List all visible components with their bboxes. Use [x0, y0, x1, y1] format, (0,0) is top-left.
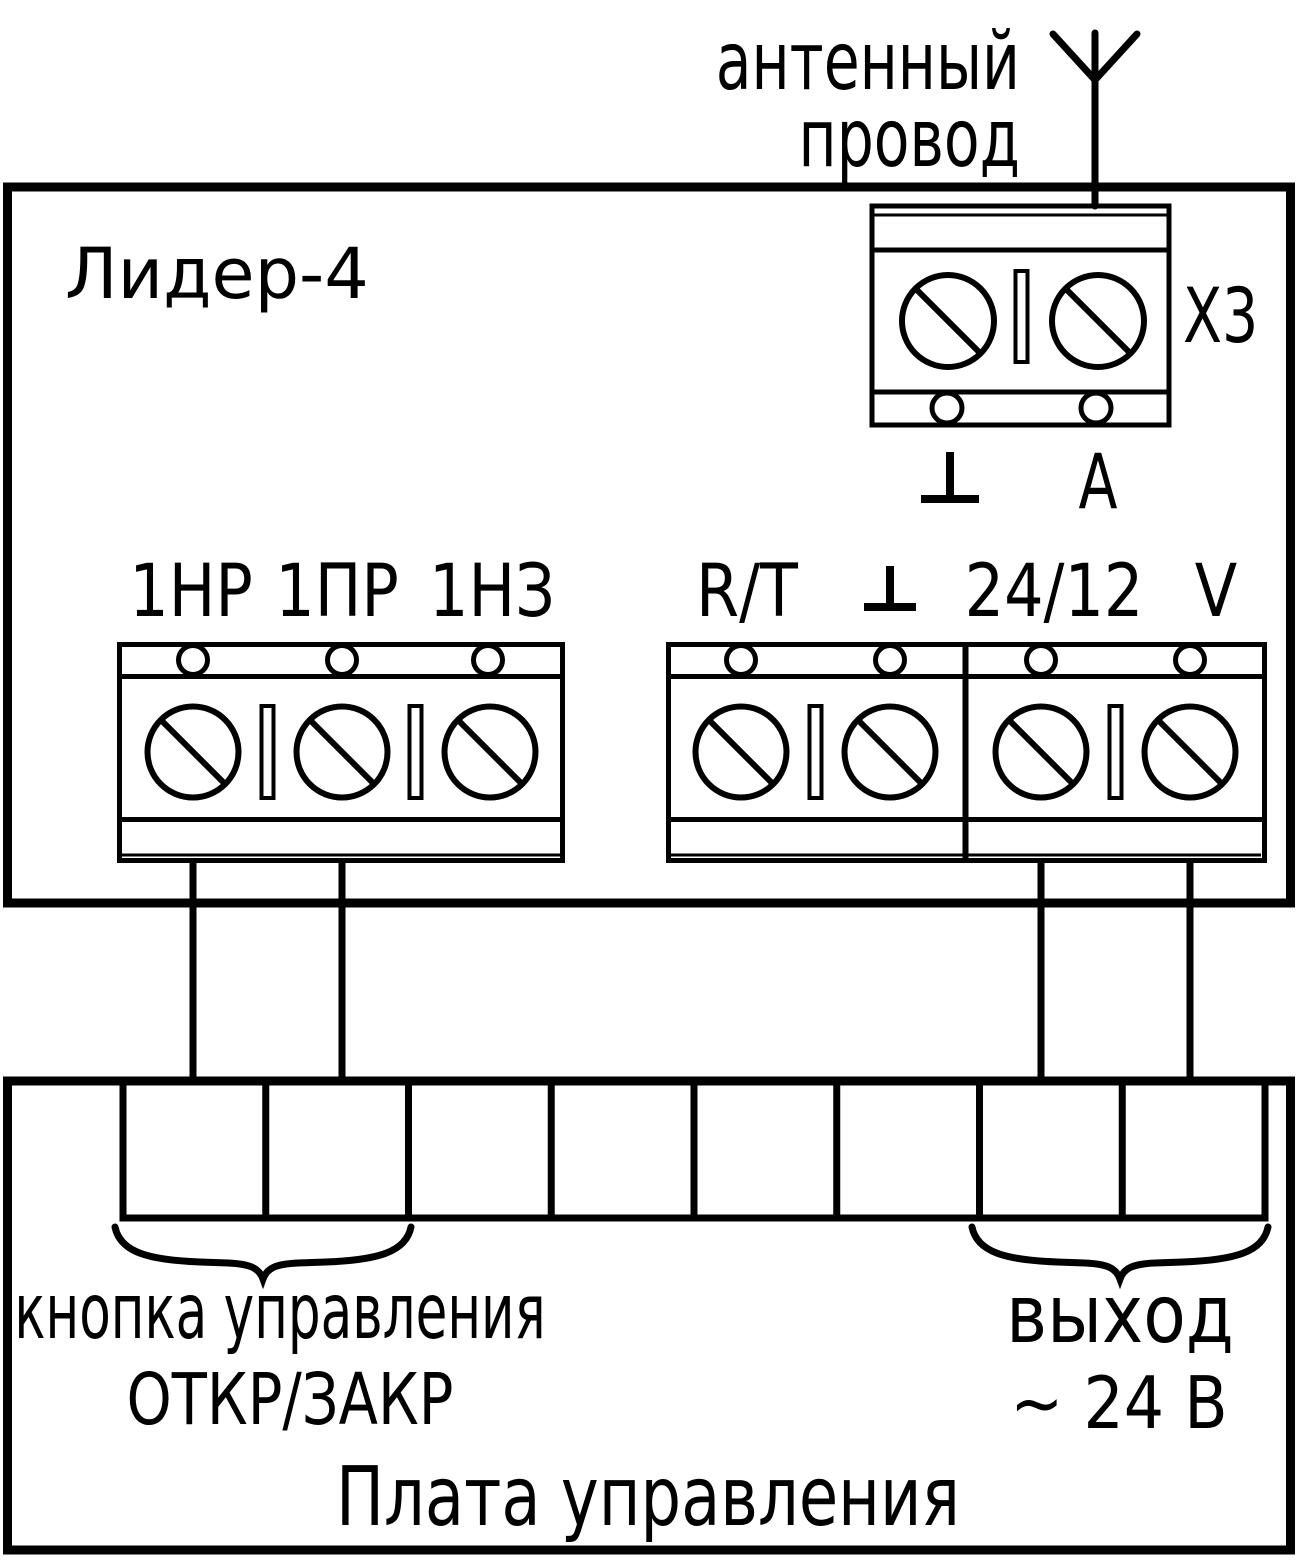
- terminal-separator-bar: [807, 704, 824, 800]
- device-box: [3, 182, 1295, 908]
- screw-terminal: [441, 703, 539, 801]
- screw-terminal: [1141, 703, 1239, 801]
- power-terminal-block: [666, 642, 1267, 863]
- screw-icon: [899, 272, 997, 370]
- wire-hole-icon: [1024, 643, 1058, 677]
- power-terminal-label: 24/12: [965, 548, 1144, 633]
- screw-slot: [307, 717, 377, 787]
- wire-hole-icon: [873, 643, 907, 677]
- terminal-separator-bar: [1107, 704, 1124, 800]
- terminal-cells: [119, 1081, 1269, 1222]
- screw-slot: [913, 286, 983, 356]
- brace-output-group: [968, 1223, 1272, 1290]
- screw-slot: [455, 717, 525, 787]
- screw-icon: [441, 703, 539, 801]
- button-group-label-line1: кнопка управления: [14, 1268, 545, 1357]
- wire-hole-icon: [325, 643, 359, 677]
- brace-button-group: [111, 1223, 415, 1290]
- antenna-label-line1: антенный: [716, 15, 1020, 109]
- screw-slot: [706, 717, 776, 787]
- screw-icon: [293, 703, 391, 801]
- output-group-label-line1: выход: [1006, 1267, 1234, 1361]
- wire-hole-icon: [471, 643, 505, 677]
- output-group-label-line2: ~ 24 В: [1010, 1361, 1227, 1445]
- screw-icon: [1141, 703, 1239, 801]
- wire-hole-icon: [176, 643, 210, 677]
- screw-icon: [992, 703, 1090, 801]
- screw-icon: [841, 703, 939, 801]
- control-board-title: Плата управления: [336, 1450, 960, 1545]
- wires: [189, 861, 1194, 1081]
- antenna-arm-right: [1091, 30, 1141, 84]
- relay-terminal-label: 1НЗ: [429, 548, 555, 633]
- power-terminal-label: V: [1195, 548, 1237, 633]
- screw-terminal: [144, 703, 242, 801]
- screw-slot: [1006, 717, 1076, 787]
- screw-icon: [1049, 272, 1147, 370]
- screw-icon: [144, 703, 242, 801]
- screw-terminal: [692, 703, 790, 801]
- terminal-separator-bar: [259, 704, 276, 800]
- power-terminal-label: R/T: [696, 548, 798, 633]
- screw-terminal: [293, 703, 391, 801]
- screw-icon: [692, 703, 790, 801]
- x3-label: X3: [1183, 272, 1258, 360]
- screw-slot: [1155, 717, 1225, 787]
- ground-symbol: [864, 566, 916, 611]
- wire-hole-icon: [1078, 390, 1114, 426]
- relay-terminal-label: 1НР: [129, 548, 253, 633]
- antenna-arm-left: [1049, 30, 1099, 84]
- screw-slot: [158, 717, 228, 787]
- wire-hole-icon: [724, 643, 758, 677]
- screw-terminal: [992, 703, 1090, 801]
- ground-symbol: [921, 452, 979, 503]
- x3-terminal-a-label: A: [1079, 438, 1118, 526]
- relay-terminal-block: [117, 642, 565, 863]
- screw-slot: [855, 717, 925, 787]
- antenna-label-line2: провод: [799, 92, 1020, 186]
- terminal-separator-bar: [1013, 269, 1030, 364]
- wire-hole-icon: [929, 390, 965, 426]
- control-board-box: [3, 1076, 1295, 1555]
- wire-hole-icon: [1173, 643, 1207, 677]
- button-group-label-line2: ОТКР/ЗАКР: [127, 1359, 454, 1441]
- screw-terminal: [899, 272, 997, 370]
- relay-terminal-label: 1ПР: [275, 548, 399, 633]
- screw-terminal: [1049, 272, 1147, 370]
- device-title: Лидер-4: [65, 233, 369, 315]
- screw-terminal: [841, 703, 939, 801]
- x3-terminal-block: [869, 203, 1172, 428]
- screw-slot: [1063, 286, 1133, 356]
- antenna-icon: [1049, 29, 1141, 210]
- terminal-separator-bar: [407, 704, 424, 800]
- x3-block-outline: [869, 203, 1172, 428]
